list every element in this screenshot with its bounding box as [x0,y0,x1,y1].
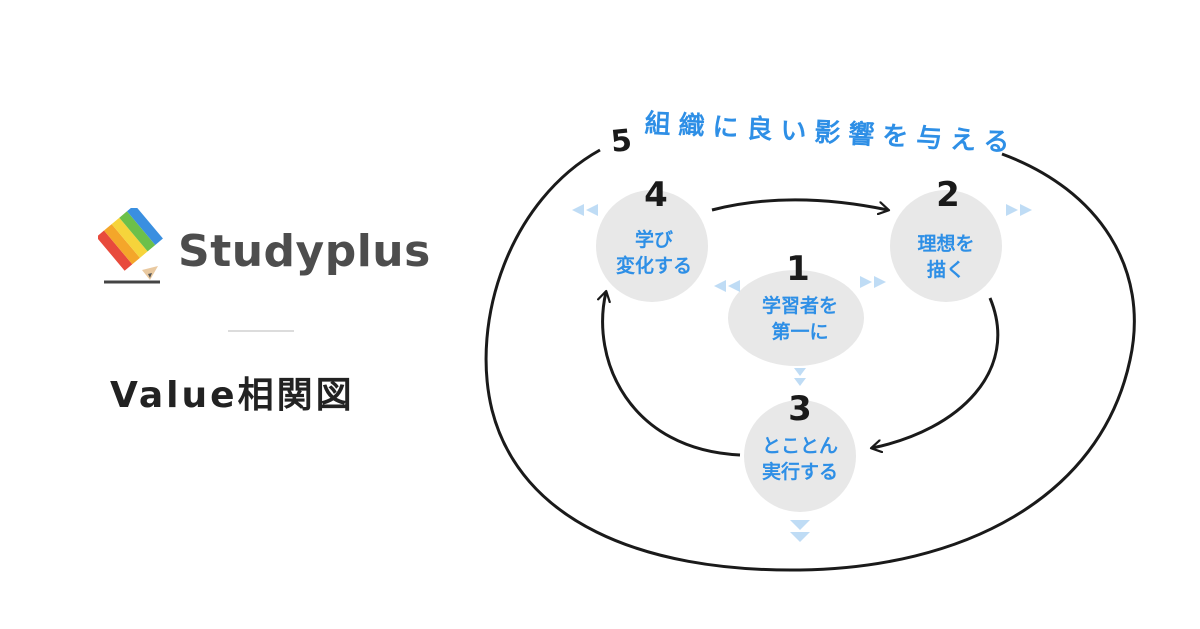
node-3: 3 とことん 実行する [744,389,856,512]
brand-panel: Studyplus Value相関図 [0,0,470,629]
node-2-number: 2 [936,175,960,215]
node-3-label-line2: 実行する [762,460,838,483]
outer-value-number: 5 [609,123,633,160]
node-3-label-line1: とことん [762,435,838,457]
brand-name: Studyplus [178,226,431,277]
node-2-label-line2: 描く [927,258,965,281]
arrow-2-to-3 [872,297,1000,448]
node-1: 1 学習者を 第一に [728,249,864,366]
chevron-right-icon [860,276,886,288]
studyplus-logo: Studyplus [98,208,430,288]
chevron-left-icon [572,204,598,216]
outer-value-label: 組織に良い影響を与える [644,108,1018,158]
node-1-label-line1: 学習者を [762,294,838,317]
node-4-number: 4 [644,175,668,215]
node-1-number: 1 [786,249,810,289]
pencil-stripes-icon [98,208,163,284]
node-2-label-line1: 理想を [917,232,974,255]
arrow-3-to-4 [603,292,741,457]
chevron-down-icon [794,368,806,386]
node-4-label-line1: 学び [635,228,673,251]
chevron-right-icon [1006,204,1032,216]
node-4: 4 学び 変化する [596,175,708,302]
node-3-number: 3 [788,389,812,429]
chevron-left-icon [714,280,740,292]
chevron-down-icon [790,520,810,542]
outer-cycle-ring [484,148,1136,572]
divider [228,330,294,332]
arrow-4-to-2 [711,198,888,210]
node-2: 2 理想を 描く [890,175,1002,302]
node-1-label-line2: 第一に [771,320,828,343]
node-4-label-line2: 変化する [616,254,692,277]
page-title: Value相関図 [110,375,355,416]
